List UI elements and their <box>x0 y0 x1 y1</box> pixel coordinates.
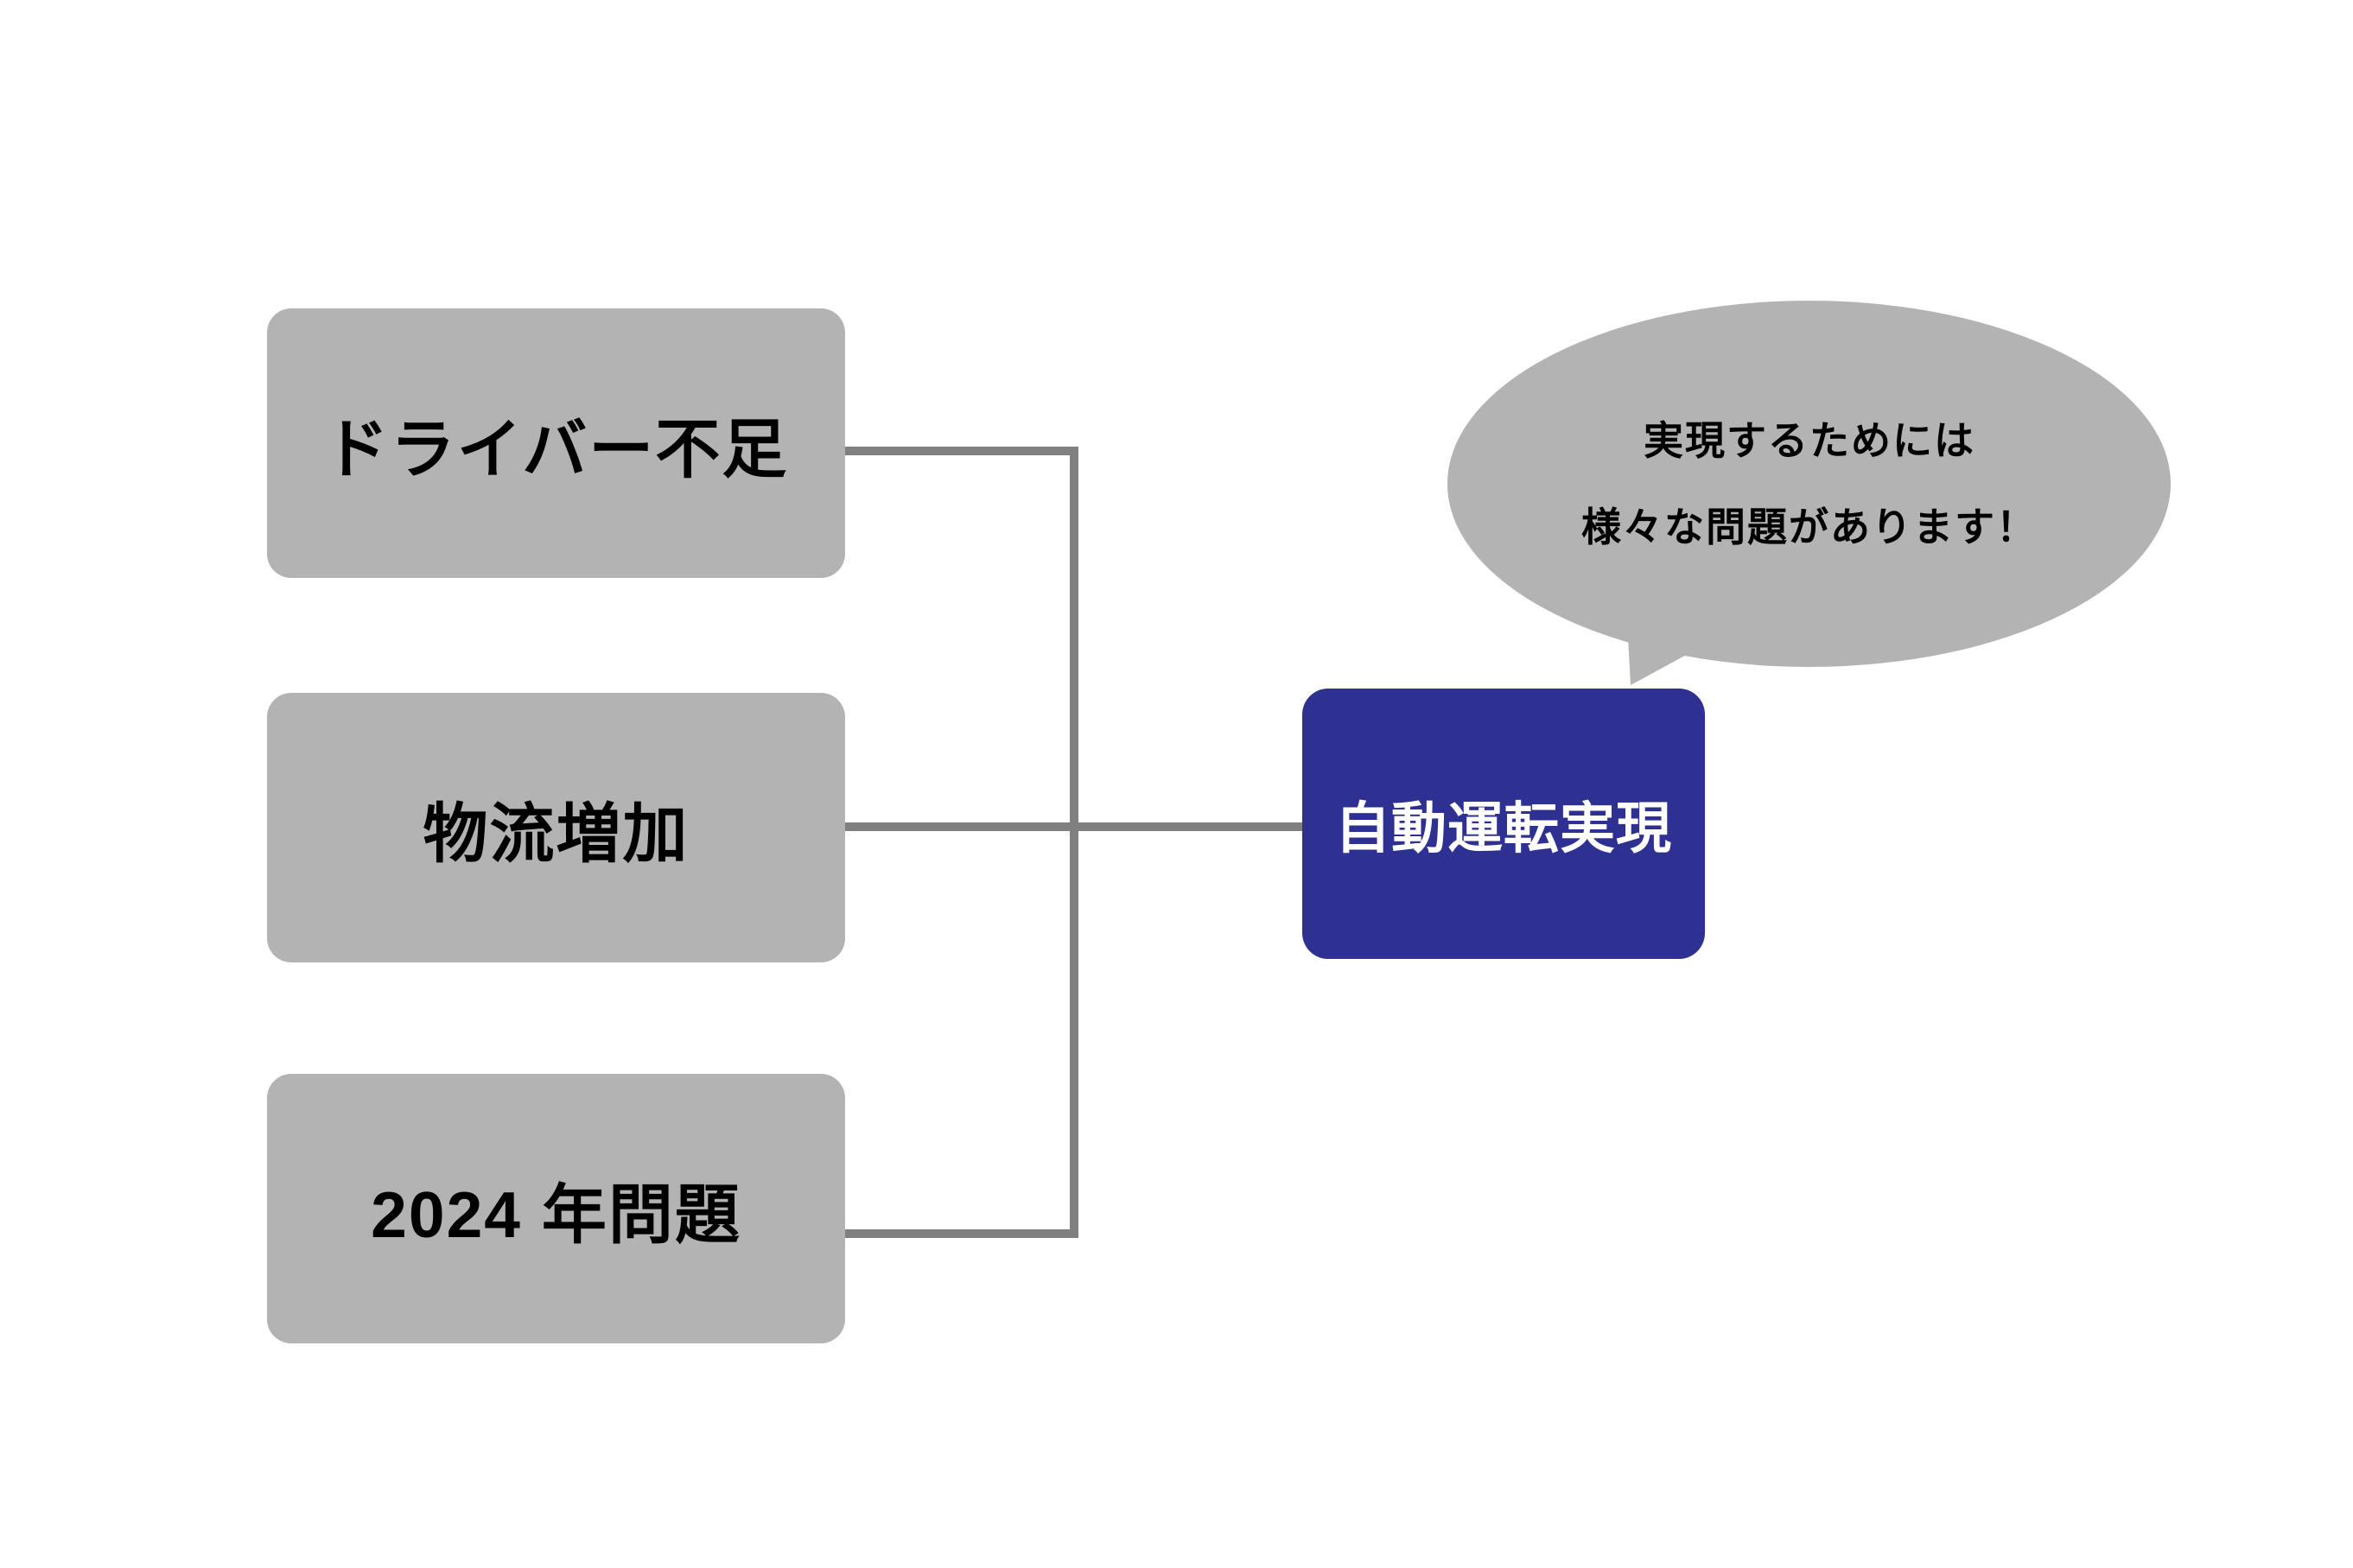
node-2024-problem-label: 2024 年問題 <box>371 1178 741 1251</box>
speech-bubble-ellipse <box>1447 301 2171 667</box>
node-autonomous-driving-label: 自動運転実現 <box>1335 797 1672 860</box>
node-autonomous-driving: 自動運転実現 <box>1302 689 1705 959</box>
connector-driver-shortage <box>845 447 1078 455</box>
node-logistics-increase-label: 物流増加 <box>423 797 690 870</box>
speech-bubble-text: 実現するためには 様々な問題があります！ <box>1447 302 2172 665</box>
speech-bubble <box>1447 301 2171 685</box>
connector-2024-problem <box>845 1229 1078 1238</box>
node-logistics-increase: 物流増加 <box>267 693 845 962</box>
speech-bubble-line1: 実現するためには <box>1644 418 1975 463</box>
connector-vertical-trunk <box>1070 447 1078 1238</box>
node-2024-problem: 2024 年問題 <box>267 1074 845 1343</box>
speech-bubble-line2: 様々な問題があります！ <box>1581 505 2038 549</box>
node-driver-shortage-label: ドライバー不足 <box>323 412 789 486</box>
node-driver-shortage: ドライバー不足 <box>267 308 845 578</box>
